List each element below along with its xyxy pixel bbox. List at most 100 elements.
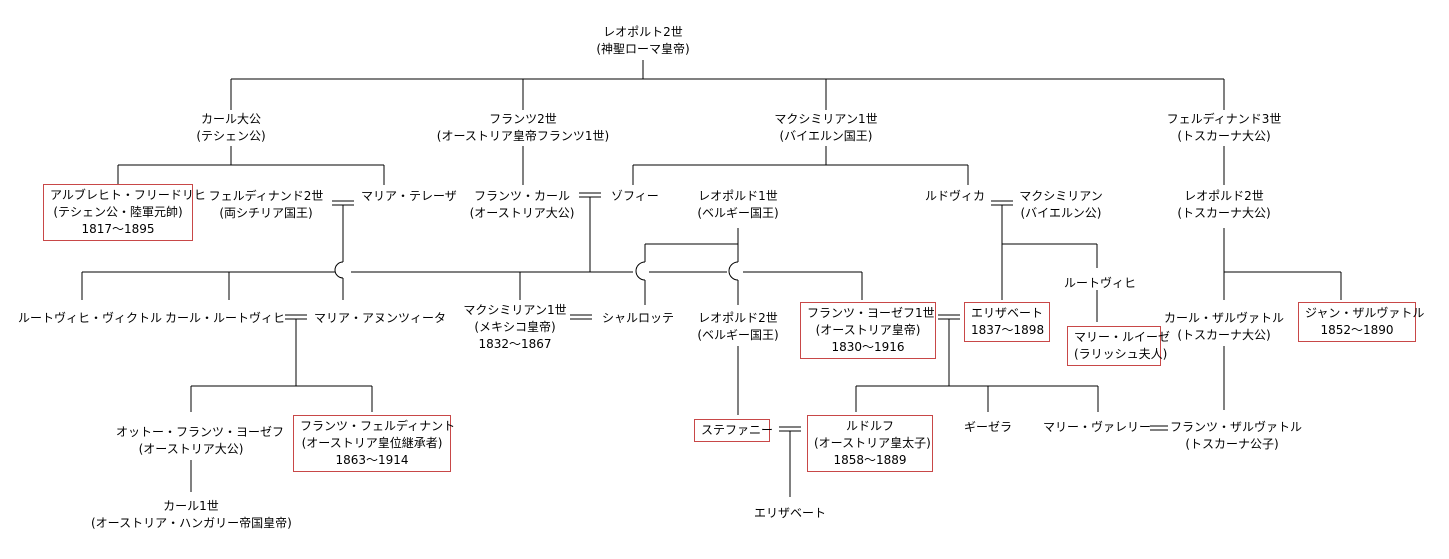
person-name: カール・ルートヴィヒ	[165, 311, 286, 325]
person-dates: 1837〜1898	[971, 323, 1045, 337]
person-dates: 1830〜1916	[831, 340, 905, 354]
person-name: フランツ・カール	[473, 189, 570, 203]
person-dates: 1858〜1889	[833, 453, 907, 467]
person-name: フランツ2世	[489, 112, 557, 126]
person-name: フランツ・ヨーゼフ1世	[807, 306, 935, 320]
link	[334, 261, 344, 279]
link	[728, 261, 739, 281]
person-name: カール1世	[163, 499, 219, 513]
person-name: ギーゼラ	[963, 420, 1012, 434]
person-title: (テシェン公)	[196, 129, 266, 143]
person-dates: 1817〜1895	[81, 222, 155, 236]
person-name: エリザベート	[753, 506, 826, 520]
person-name: レオポルト2世	[603, 25, 683, 39]
person-name: マリア・テレーザ	[361, 189, 457, 203]
person-name: カール大公	[200, 112, 261, 126]
person-title: (オーストリア皇帝フランツ1世)	[436, 129, 610, 143]
person-ludwig-viktor: ルートヴィヒ・ヴィクトル	[18, 310, 163, 327]
person-maria-annunziata: マリア・アヌンツィータ	[314, 310, 446, 327]
person-name: オットー・フランツ・ヨーゼフ	[116, 425, 285, 439]
person-ludovika: ルドヴィカ	[922, 188, 988, 205]
person-name: ルートヴィヒ・ヴィクトル	[18, 311, 163, 325]
person-name: マクシミリアン1世	[774, 112, 878, 126]
person-title: (両シチリア国王)	[219, 206, 313, 220]
person-max-bavaria: マクシミリアン (バイエルン公)	[1016, 188, 1106, 222]
person-name: カール・ザルヴァトル	[1164, 311, 1285, 325]
person-leopold2-belgium: レオポルド2世 (ベルギー国王)	[691, 310, 785, 344]
person-name: ジャン・ザルヴァトル	[1305, 306, 1425, 320]
person-name: マクシミリアン	[1019, 189, 1103, 203]
person-name: ルドルフ	[845, 419, 894, 433]
person-albrecht: アルブレヒト・フリードリヒ (テシェン公・陸軍元帥) 1817〜1895	[43, 184, 206, 241]
person-charlotte: シャルロッテ	[602, 310, 682, 327]
person-karl1: カール1世 (オーストリア・ハンガリー帝国皇帝)	[91, 498, 292, 532]
person-title: (オーストリア皇太子)	[814, 436, 931, 450]
person-johann-salvator: ジャン・ザルヴァトル 1852〜1890	[1298, 302, 1425, 342]
person-title: (トスカーナ大公)	[1177, 328, 1271, 342]
person-karl: カール大公 (テシェン公)	[181, 111, 281, 145]
person-title: (トスカーナ大公)	[1177, 206, 1271, 220]
person-title: (ラリッシュ夫人)	[1074, 347, 1168, 361]
person-name: エリザベート	[971, 306, 1044, 320]
person-franz2: フランツ2世 (オーストリア皇帝フランツ1世)	[428, 111, 618, 145]
person-karl-salvator: カール・ザルヴァトル (トスカーナ大公)	[1164, 310, 1284, 344]
person-ferdinand2: フェルディナンド2世 (両シチリア国王)	[206, 188, 326, 222]
person-title: (オーストリア皇位継承者)	[301, 436, 443, 450]
person-name: フランツ・フェルディナント	[300, 419, 456, 433]
person-title: (オーストリア・ハンガリー帝国皇帝)	[91, 516, 292, 530]
person-sophie: ゾフィー	[611, 188, 671, 205]
person-elisabeth-daughter: エリザベート	[748, 505, 832, 522]
person-title: (バイエルン公)	[1020, 206, 1102, 220]
person-franz-joseph: フランツ・ヨーゼフ1世 (オーストリア皇帝) 1830〜1916	[800, 302, 936, 359]
person-name: フランツ・ザルヴァトル	[1170, 420, 1303, 434]
person-leopold2-tuscany: レオポルド2世 (トスカーナ大公)	[1169, 188, 1279, 222]
person-dates: 1863〜1914	[335, 453, 409, 467]
person-name: ステファニー	[701, 423, 774, 437]
person-title: (オーストリア大公)	[138, 442, 244, 456]
person-ferdinand3: フェルディナンド3世 (トスカーナ大公)	[1159, 111, 1289, 145]
person-franz-salvator: フランツ・ザルヴァトル (トスカーナ公子)	[1170, 419, 1303, 453]
person-name: マリー・ヴァレリー	[1043, 420, 1152, 434]
person-leopold1-bel: レオポルド1世 (ベルギー国王)	[691, 188, 785, 222]
person-name: ゾフィー	[611, 189, 659, 203]
person-stephanie: ステファニー	[694, 419, 774, 442]
person-marie-valerie: マリー・ヴァレリー	[1043, 419, 1152, 436]
person-name: アルブレヒト・フリードリヒ	[50, 188, 206, 202]
person-karl-ludwig: カール・ルートヴィヒ	[165, 310, 286, 327]
person-elisabeth: エリザベート 1837〜1898	[964, 302, 1050, 342]
person-title: (オーストリア皇帝)	[815, 323, 921, 337]
person-title: (バイエルン国王)	[779, 129, 873, 143]
person-name: マクシミリアン1世	[463, 303, 567, 317]
person-name: シャルロッテ	[602, 311, 675, 325]
person-title: (トスカーナ大公)	[1177, 129, 1271, 143]
person-name: フェルディナンド3世	[1166, 112, 1282, 126]
person-title: (ベルギー国王)	[697, 328, 779, 342]
person-leopold2-hre: レオポルト2世 (神聖ローマ皇帝)	[583, 24, 703, 58]
person-title: (オーストリア大公)	[469, 206, 575, 220]
person-franz-karl: フランツ・カール (オーストリア大公)	[466, 188, 578, 222]
person-title: (ベルギー国王)	[697, 206, 779, 220]
person-dates: 1832〜1867	[478, 337, 552, 351]
person-rudolf: ルドルフ (オーストリア皇太子) 1858〜1889	[807, 415, 933, 472]
person-marie-louise: マリー・ルイーゼ (ラリッシュ夫人)	[1067, 326, 1171, 366]
person-name: レオポルド2世	[698, 311, 778, 325]
person-name: フェルディナンド2世	[208, 189, 324, 203]
person-name: レオポルド1世	[698, 189, 778, 203]
person-gisela: ギーゼラ	[956, 419, 1020, 436]
person-otto: オットー・フランツ・ヨーゼフ (オーストリア大公)	[116, 424, 285, 458]
person-title: (テシェン公・陸軍元帥)	[53, 205, 183, 219]
person-maria-theresa: マリア・テレーザ	[361, 188, 461, 205]
person-title: (メキシコ皇帝)	[474, 320, 556, 334]
person-max-mexico: マクシミリアン1世 (メキシコ皇帝) 1832〜1867	[460, 302, 570, 353]
person-name: レオポルド2世	[1184, 189, 1264, 203]
person-name: マリー・ルイーゼ	[1074, 330, 1171, 344]
person-dates: 1852〜1890	[1320, 323, 1394, 337]
person-title: (トスカーナ公子)	[1185, 437, 1279, 451]
person-franz-ferdinand: フランツ・フェルディナント (オーストリア皇位継承者) 1863〜1914	[293, 415, 456, 472]
person-name: ルドヴィカ	[924, 189, 985, 203]
person-max1: マクシミリアン1世 (バイエルン国王)	[766, 111, 886, 145]
person-name: ルートヴィヒ	[1064, 276, 1137, 290]
person-ludwig: ルートヴィヒ	[1064, 275, 1137, 292]
